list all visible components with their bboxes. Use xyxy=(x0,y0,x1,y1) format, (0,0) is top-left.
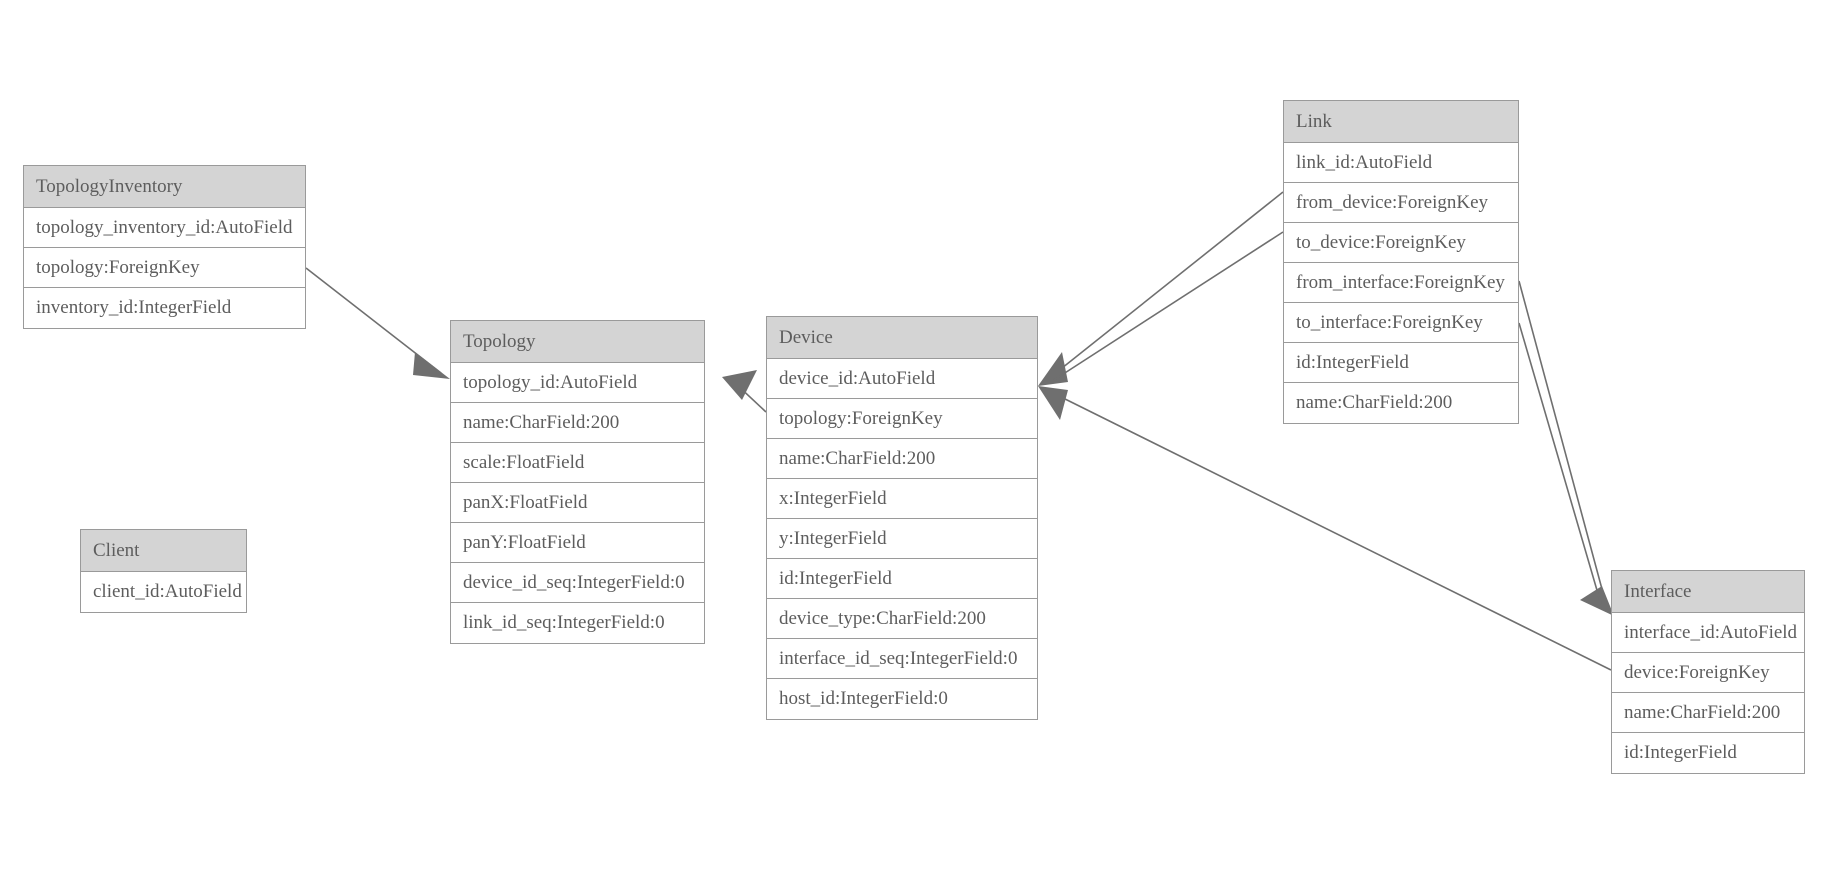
entity-field-row[interactable]: name:CharField:200 xyxy=(451,403,704,443)
entity-field-row[interactable]: panX:FloatField xyxy=(451,483,704,523)
entity-field-row[interactable]: panY:FloatField xyxy=(451,523,704,563)
entity-title-interface: Interface xyxy=(1612,571,1804,613)
entity-field-row[interactable]: scale:FloatField xyxy=(451,443,704,483)
entity-title-topology: Topology xyxy=(451,321,704,363)
edge-device-topology xyxy=(722,370,767,413)
entity-field-row[interactable]: id:IntegerField xyxy=(1612,733,1804,773)
entity-field-row[interactable]: id:IntegerField xyxy=(767,559,1037,599)
entity-field-row[interactable]: topology:ForeignKey xyxy=(767,399,1037,439)
entity-field-row[interactable]: interface_id:AutoField xyxy=(1612,613,1804,653)
entity-field-row[interactable]: host_id:IntegerField:0 xyxy=(767,679,1037,719)
entity-title-link: Link xyxy=(1284,101,1518,143)
entity-field-row[interactable]: device:ForeignKey xyxy=(1612,653,1804,693)
entity-field-row[interactable]: device_id_seq:IntegerField:0 xyxy=(451,563,704,603)
entity-field-row[interactable]: device_type:CharField:200 xyxy=(767,599,1037,639)
entity-field-row[interactable]: to_interface:ForeignKey xyxy=(1284,303,1518,343)
entity-field-row[interactable]: name:CharField:200 xyxy=(1612,693,1804,733)
edge-link-frominterface-interface xyxy=(1518,280,1614,616)
entity-field-row[interactable]: link_id:AutoField xyxy=(1284,143,1518,183)
edge-link-tointerface-interface xyxy=(1518,322,1602,605)
entity-title-topology_inventory: TopologyInventory xyxy=(24,166,305,208)
entity-field-row[interactable]: x:IntegerField xyxy=(767,479,1037,519)
entity-title-device: Device xyxy=(767,317,1037,359)
entity-field-row[interactable]: topology_id:AutoField xyxy=(451,363,704,403)
entity-field-row[interactable]: from_interface:ForeignKey xyxy=(1284,263,1518,303)
entity-field-row[interactable]: to_device:ForeignKey xyxy=(1284,223,1518,263)
edge-interface-device xyxy=(1038,386,1612,671)
entity-field-row[interactable]: name:CharField:200 xyxy=(767,439,1037,479)
entity-field-row[interactable]: inventory_id:IntegerField xyxy=(24,288,305,328)
entity-field-row[interactable]: y:IntegerField xyxy=(767,519,1037,559)
entity-field-row[interactable]: id:IntegerField xyxy=(1284,343,1518,383)
entity-title-client: Client xyxy=(81,530,246,572)
entity-field-row[interactable]: topology:ForeignKey xyxy=(24,248,305,288)
entity-field-row[interactable]: topology_inventory_id:AutoField xyxy=(24,208,305,248)
edge-link-fromdevice-device xyxy=(1038,191,1284,386)
entity-field-row[interactable]: device_id:AutoField xyxy=(767,359,1037,399)
entity-field-row[interactable]: link_id_seq:IntegerField:0 xyxy=(451,603,704,643)
edge-topologyinventory-topology xyxy=(305,267,450,379)
edge-link-todevice-device xyxy=(1053,231,1284,381)
entity-field-row[interactable]: interface_id_seq:IntegerField:0 xyxy=(767,639,1037,679)
entity-field-row[interactable]: from_device:ForeignKey xyxy=(1284,183,1518,223)
entity-field-row[interactable]: name:CharField:200 xyxy=(1284,383,1518,423)
entity-field-row[interactable]: client_id:AutoField xyxy=(81,572,246,612)
